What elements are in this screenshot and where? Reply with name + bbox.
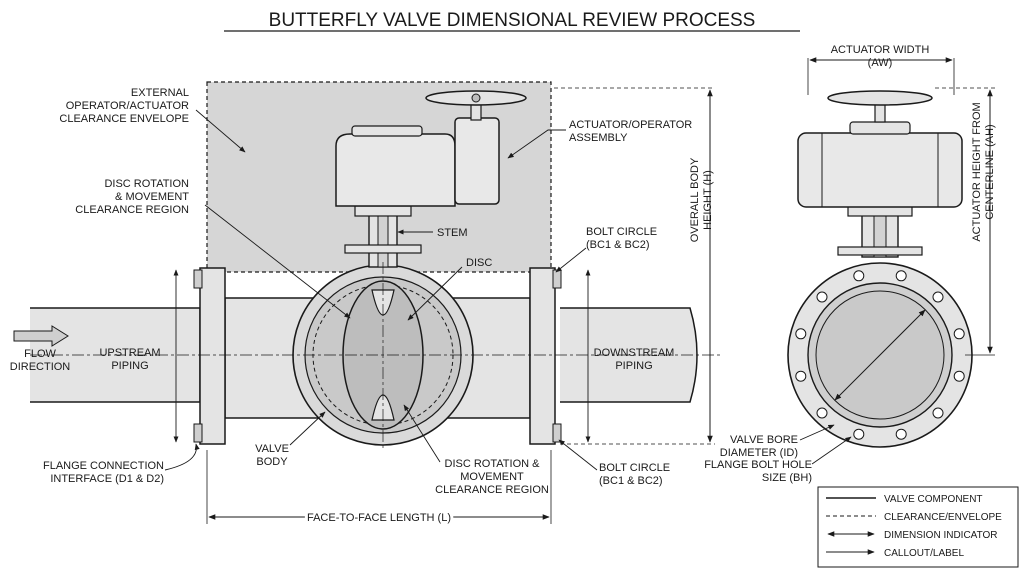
legend-label: CALLOUT/LABEL [884,548,964,559]
flow-arrow-icon [13,325,69,347]
front-actuator-housing [797,132,963,208]
legend-label: VALVE COMPONENT [884,494,983,505]
actuator-bracket [354,205,412,217]
label-bolt-circle-bottom: BOLT CIRCLE(BC1 & BC2) [599,462,670,487]
label-actuator-width: ACTUATOR WIDTH(AW) [831,44,930,69]
disc-upper-hub [371,289,395,316]
legend-box [817,486,1019,568]
bolt-hole [795,370,807,382]
diagram-title: BUTTERFLY VALVE DIMENSIONAL REVIEW PROCE… [269,10,756,31]
bore-diameter-dimension [834,309,926,401]
left-flange [199,267,226,445]
bolt-hole [853,270,865,282]
legend: VALVE COMPONENT CLEARANCE/ENVELOPE DIMEN… [817,486,1019,568]
mounting-plate [344,244,422,254]
label-face-to-face: FACE-TO-FACE LENGTH (L) [307,512,451,524]
legend-label: CLEARANCE/ENVELOPE [884,512,1002,523]
front-mounting-plate [837,246,923,256]
label-disc: DISC [466,257,492,269]
bolt-hole [895,270,907,282]
front-bolt-holes [795,270,965,440]
bolt-hole [853,428,865,440]
envelope-leader [195,109,246,153]
left-bolt-bottom [193,423,203,443]
front-handwheel [827,90,933,106]
disc-rotation-top-leader [204,204,351,319]
bolt-circle-top-leader [555,247,587,273]
bolt-hole [932,291,944,303]
right-bolt-bottom [552,423,562,443]
front-actuator-cover [849,121,911,135]
label-bolt-circle-top: BOLT CIRCLE(BC1 & BC2) [586,226,657,251]
disc-rotation-bottom-leader [403,404,441,463]
label-stem: STEM [437,227,468,239]
bolt-circle-bottom-leader [558,439,598,471]
bolt-hole [895,428,907,440]
handwheel-hub [471,93,481,103]
valve-body-leader [289,411,326,446]
bolt-hole [953,328,965,340]
handwheel-shaft [470,103,482,121]
stem [377,214,389,268]
actuator-housing [335,133,456,207]
legend-label: DIMENSION INDICATOR [884,530,998,541]
actuator-leader [507,129,566,159]
right-bolt-top [552,269,562,289]
bolt-hole [816,407,828,419]
label-actuator-height: ACTUATOR HEIGHT FROMCENTERLINE (AH) [971,102,996,241]
flange-connection-leader [164,443,200,471]
front-handwheel-shaft [874,103,886,123]
disc-lower-hub [371,394,395,421]
bolt-hole [816,291,828,303]
bolt-hole [932,407,944,419]
gearbox [454,117,500,205]
bolt-hole [953,370,965,382]
label-overall-height: OVERALL BODYHEIGHT (H) [689,157,714,242]
bolt-hole-leader [811,436,852,465]
bolt-hole [795,328,807,340]
bore-leader [799,424,835,441]
left-bolt-top [193,269,203,289]
side-view [30,81,698,446]
actuator-cover [351,125,423,137]
right-flange [529,267,556,445]
disc-leader [407,266,463,321]
front-view [787,90,973,448]
